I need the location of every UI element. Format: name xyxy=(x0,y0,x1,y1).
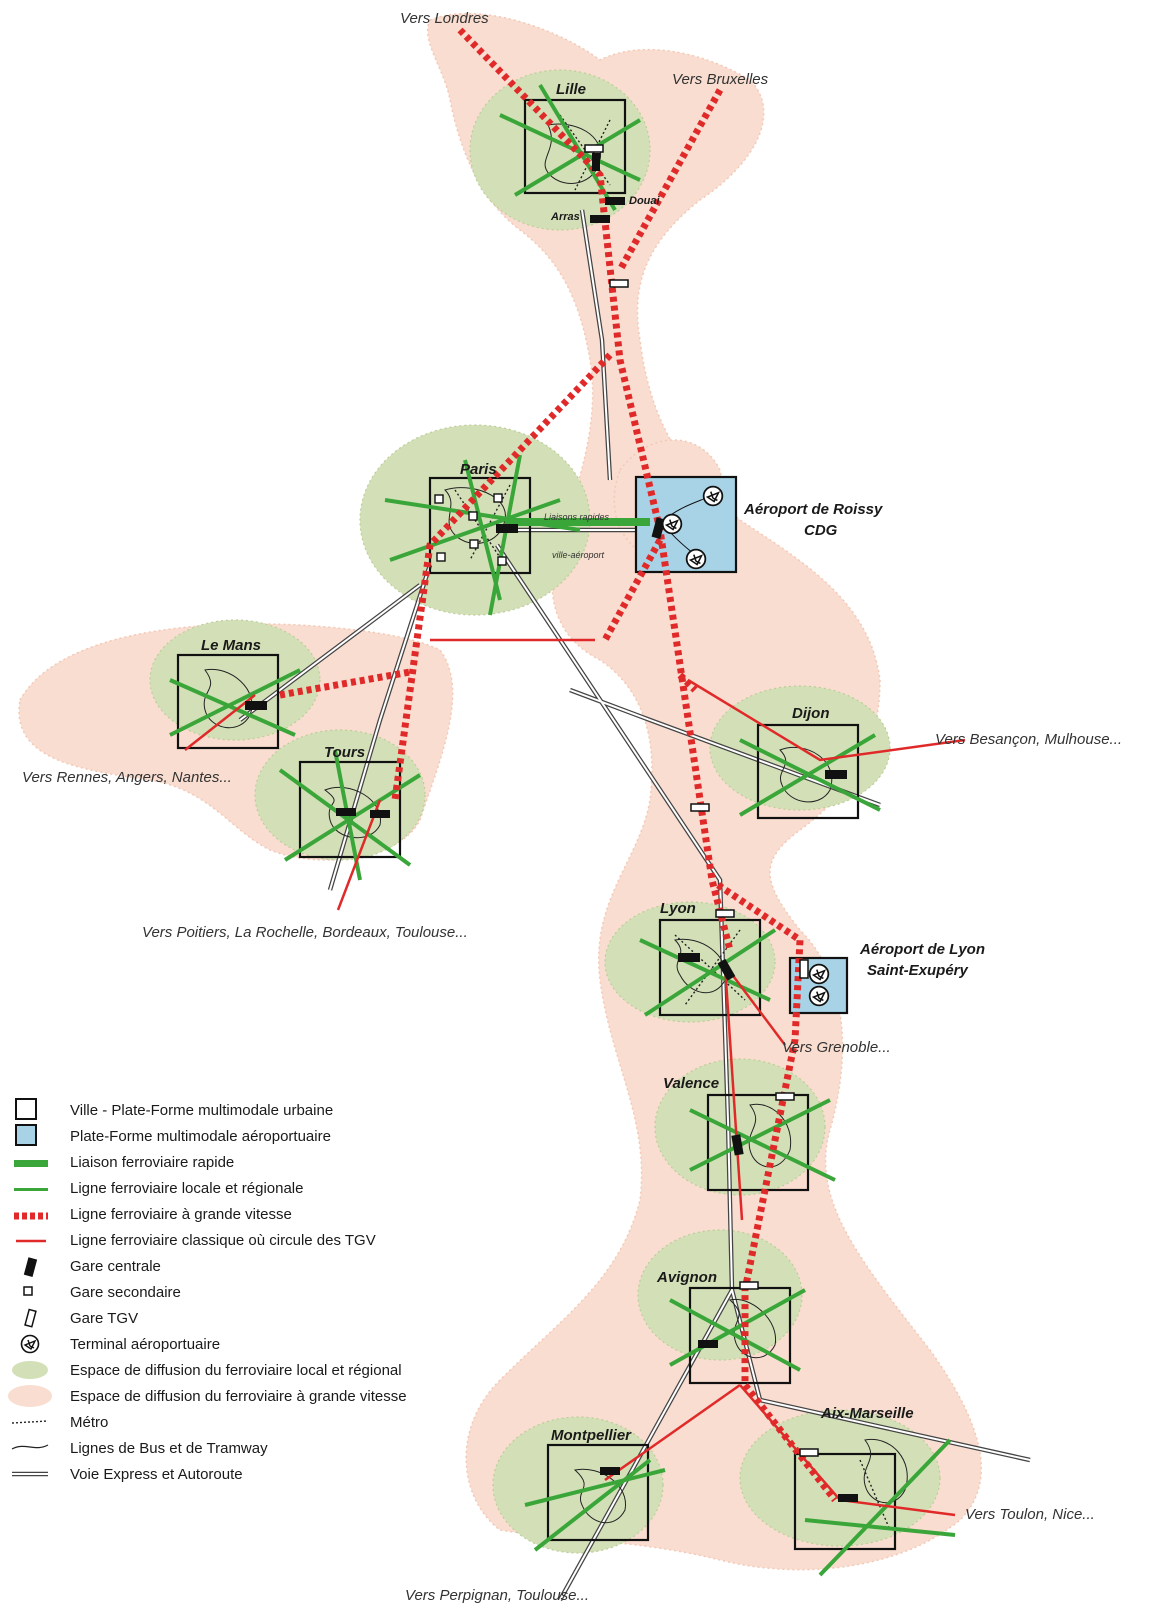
legend-label-13: Lignes de Bus et de Tramway xyxy=(70,1440,268,1457)
valence-box xyxy=(706,1093,810,1192)
bus-tram-icon xyxy=(11,1444,49,1450)
legend-label-7: Gare secondaire xyxy=(70,1284,181,1301)
hsr-diffusion-zone-icon xyxy=(8,1385,52,1407)
legend: Ville - Plate-Forme multimodale urbaine … xyxy=(8,1098,407,1483)
central-station-icon xyxy=(23,1257,38,1277)
link-label-1: Liaisons rapides xyxy=(544,512,610,522)
legend-label-10: Espace de diffusion du ferroviaire local… xyxy=(70,1362,402,1379)
city-label-aix-marseille: Aix-Marseille xyxy=(820,1405,914,1422)
legend-label-12: Métro xyxy=(70,1414,108,1431)
legend-label-0: Ville - Plate-Forme multimodale urbaine xyxy=(70,1102,333,1119)
link-label-2: ville-aéroport xyxy=(552,550,605,560)
dest-rennes: Vers Rennes, Angers, Nantes... xyxy=(22,769,232,786)
classic-rail-lines xyxy=(184,638,966,1517)
city-boxes xyxy=(176,98,897,1551)
city-label-dijon: Dijon xyxy=(792,705,830,722)
tgv-stations xyxy=(584,144,819,1457)
city-box-icon xyxy=(15,1098,37,1120)
metro-icon xyxy=(11,1420,49,1424)
city-label-lyon: Lyon xyxy=(660,900,696,917)
dijon-box xyxy=(756,723,860,820)
city-label-avignon: Avignon xyxy=(656,1269,717,1286)
airport-box-icon xyxy=(15,1124,37,1146)
legend-label-8: Gare TGV xyxy=(70,1310,138,1327)
legend-label-9: Terminal aéroportuaire xyxy=(70,1336,220,1353)
roissy-label-1: Aéroport de Roissy xyxy=(743,501,883,518)
montpellier-box xyxy=(546,1443,650,1542)
legend-label-4: Ligne ferroviaire à grande vitesse xyxy=(70,1206,292,1223)
dest-besancon: Vers Besançon, Mulhouse... xyxy=(935,731,1122,748)
local-diffusion-zone-icon xyxy=(12,1361,48,1379)
secondary-station-icon xyxy=(23,1286,33,1296)
high-speed-rail-lines xyxy=(279,27,838,1503)
city-label-valence: Valence xyxy=(663,1075,719,1092)
place-label-arras: Arras xyxy=(550,211,580,223)
legend-label-11: Espace de diffusion du ferroviaire à gra… xyxy=(70,1388,407,1405)
place-label-douai: Douai xyxy=(629,195,661,207)
airport-terminal-icon xyxy=(20,1334,40,1354)
roissy-label-2: CDG xyxy=(804,522,838,539)
city-label-tours: Tours xyxy=(324,744,365,761)
legend-label-14: Voie Express et Autoroute xyxy=(70,1466,243,1483)
city-label-lille: Lille xyxy=(556,81,586,98)
city-label-montpellier: Montpellier xyxy=(551,1427,632,1444)
tgv-station-icon xyxy=(24,1308,37,1328)
central-stations xyxy=(245,153,858,1502)
dest-poitiers: Vers Poitiers, La Rochelle, Bordeaux, To… xyxy=(142,924,468,941)
lille-box xyxy=(523,98,627,195)
city-label-paris: Paris xyxy=(460,461,497,478)
legend-label-3: Ligne ferroviaire locale et régionale xyxy=(70,1180,303,1197)
legend-label-5: Ligne ferroviaire classique où circule d… xyxy=(70,1232,376,1249)
dest-grenoble: Vers Grenoble... xyxy=(782,1039,891,1056)
dest-brussels: Vers Bruxelles xyxy=(672,71,769,88)
dest-toulon: Vers Toulon, Nice... xyxy=(965,1506,1095,1523)
le-mans-box xyxy=(176,653,280,750)
legend-label-2: Liaison ferroviaire rapide xyxy=(70,1154,234,1171)
lyon-box xyxy=(658,918,762,1017)
tours-box xyxy=(298,760,402,859)
secondary-stations xyxy=(434,493,507,566)
legend-label-1: Plate-Forme multimodale aéroportuaire xyxy=(70,1128,331,1145)
dest-perpignan: Vers Perpignan, Toulouse... xyxy=(405,1587,589,1604)
legend-label-6: Gare centrale xyxy=(70,1258,161,1275)
dest-london: Vers Londres xyxy=(400,10,489,27)
city-label-le-mans: Le Mans xyxy=(201,637,261,654)
local-rail-icon xyxy=(14,1188,48,1191)
lyon-airport-label-2: Saint-Exupéry xyxy=(867,962,969,979)
lyon-airport-label-1: Aéroport de Lyon xyxy=(859,941,985,958)
local-diffusion-zones xyxy=(149,69,941,1554)
fast-rail-icon xyxy=(14,1160,48,1167)
